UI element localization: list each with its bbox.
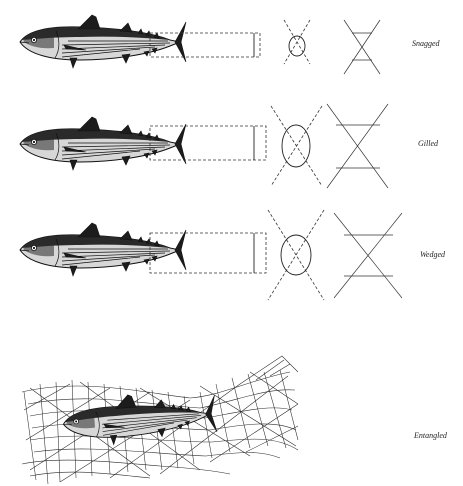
mesh-diagram-open	[344, 20, 380, 74]
row-snagged: Snagged	[20, 15, 441, 74]
entangled-label: Entangled	[413, 431, 448, 440]
fish-illustration	[20, 117, 186, 170]
mesh-diagram-large	[268, 210, 324, 300]
row-label: Gilled	[418, 139, 439, 148]
row-gilled: Gilled	[20, 104, 439, 188]
fish-illustration	[20, 15, 186, 68]
row-label: Snagged	[412, 39, 441, 48]
mesh-diagram-medium	[271, 106, 322, 186]
mesh-diagram-open	[327, 104, 388, 188]
entangled-scene: Entangled	[22, 356, 448, 484]
row-label: Wedged	[420, 250, 446, 259]
mesh-diagram-open	[334, 213, 402, 298]
row-wedged: Wedged	[20, 210, 446, 300]
fish-illustration	[20, 223, 186, 276]
mesh-diagram-small	[284, 20, 310, 64]
